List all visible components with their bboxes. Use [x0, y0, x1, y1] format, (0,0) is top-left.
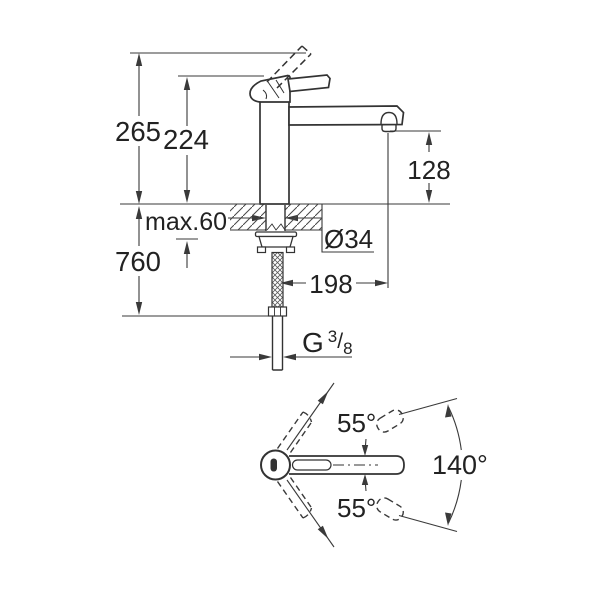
countertop-hatch-left	[230, 204, 266, 230]
countertop-hatch-right	[285, 204, 322, 230]
nut-foot-left	[256, 246, 267, 254]
swivel-upper-label: 55°	[337, 408, 376, 438]
lower-55-arrowhead	[317, 525, 329, 539]
thread-separator: /	[337, 330, 343, 353]
spout-dashed-lower-end	[376, 497, 404, 521]
countertop-section	[230, 204, 322, 230]
spout-inner-outline	[291, 459, 332, 471]
spout-dashed-lower-near	[276, 477, 313, 519]
hose-hex-fitting	[267, 306, 288, 317]
lever-handle-raised-dashed	[266, 45, 312, 89]
dim-hose-length-label: 760	[115, 246, 161, 277]
hex-fitting-facets	[274, 307, 281, 316]
thread-denominator: 8	[343, 339, 352, 358]
shank-edges	[265, 205, 286, 231]
thread-prefix: G	[302, 327, 324, 358]
arc-top-arrowhead	[445, 404, 452, 418]
spout-top-view	[289, 455, 405, 475]
cartridge-detail-lines	[262, 79, 285, 100]
top-view: 55° 55° 140°	[260, 382, 488, 548]
swivel-total-label: 140°	[432, 450, 488, 480]
lever-handle	[287, 74, 331, 93]
dim-hole-diameter-label: Ø34	[324, 224, 373, 254]
top-view-labels: 55° 55° 140°	[337, 408, 488, 523]
flexible-hose-braid	[271, 251, 284, 308]
faucet-body-column	[259, 98, 290, 205]
spout-dashed-upper-near	[276, 411, 313, 453]
aerator	[380, 111, 398, 133]
mounting-washer	[254, 231, 298, 238]
dim-overall-height-label: 265	[115, 116, 161, 147]
dim-max-thickness-label: max.60	[145, 208, 227, 236]
nut-foot-right	[285, 246, 296, 254]
swivel-upper-extension-line	[398, 397, 458, 416]
spout-bottom-edge-arrowhead	[361, 474, 369, 485]
swivel-lower-extension-line	[398, 514, 458, 533]
arc-bottom-arrowhead	[445, 512, 452, 526]
faucet-head	[249, 74, 291, 103]
top-view-arrowheads	[317, 391, 452, 539]
faucet-top-view-outline	[260, 449, 405, 481]
spout-dashed-upper-end	[376, 409, 404, 433]
dim-spout-height-label: 128	[407, 155, 450, 185]
swivel-lower-label: 55°	[337, 493, 376, 523]
dim-body-height-label: 224	[163, 124, 209, 155]
thread-numerator: 3	[328, 327, 337, 346]
body-center-slot	[270, 458, 277, 472]
connection-tube	[271, 316, 284, 371]
faucet-outline	[249, 45, 405, 371]
swivel-dashed-positions	[276, 409, 404, 521]
mounting-nut	[258, 235, 294, 248]
dim-spout-reach-label: 198	[309, 269, 352, 299]
spout-top-edge-arrowhead	[361, 445, 369, 456]
upper-55-arrowhead	[317, 391, 329, 405]
shank-thread-marks	[266, 223, 286, 231]
faucet-spout	[288, 105, 405, 126]
lower-angle-leader-stub	[364, 484, 367, 492]
upper-angle-leader-stub	[364, 438, 367, 446]
